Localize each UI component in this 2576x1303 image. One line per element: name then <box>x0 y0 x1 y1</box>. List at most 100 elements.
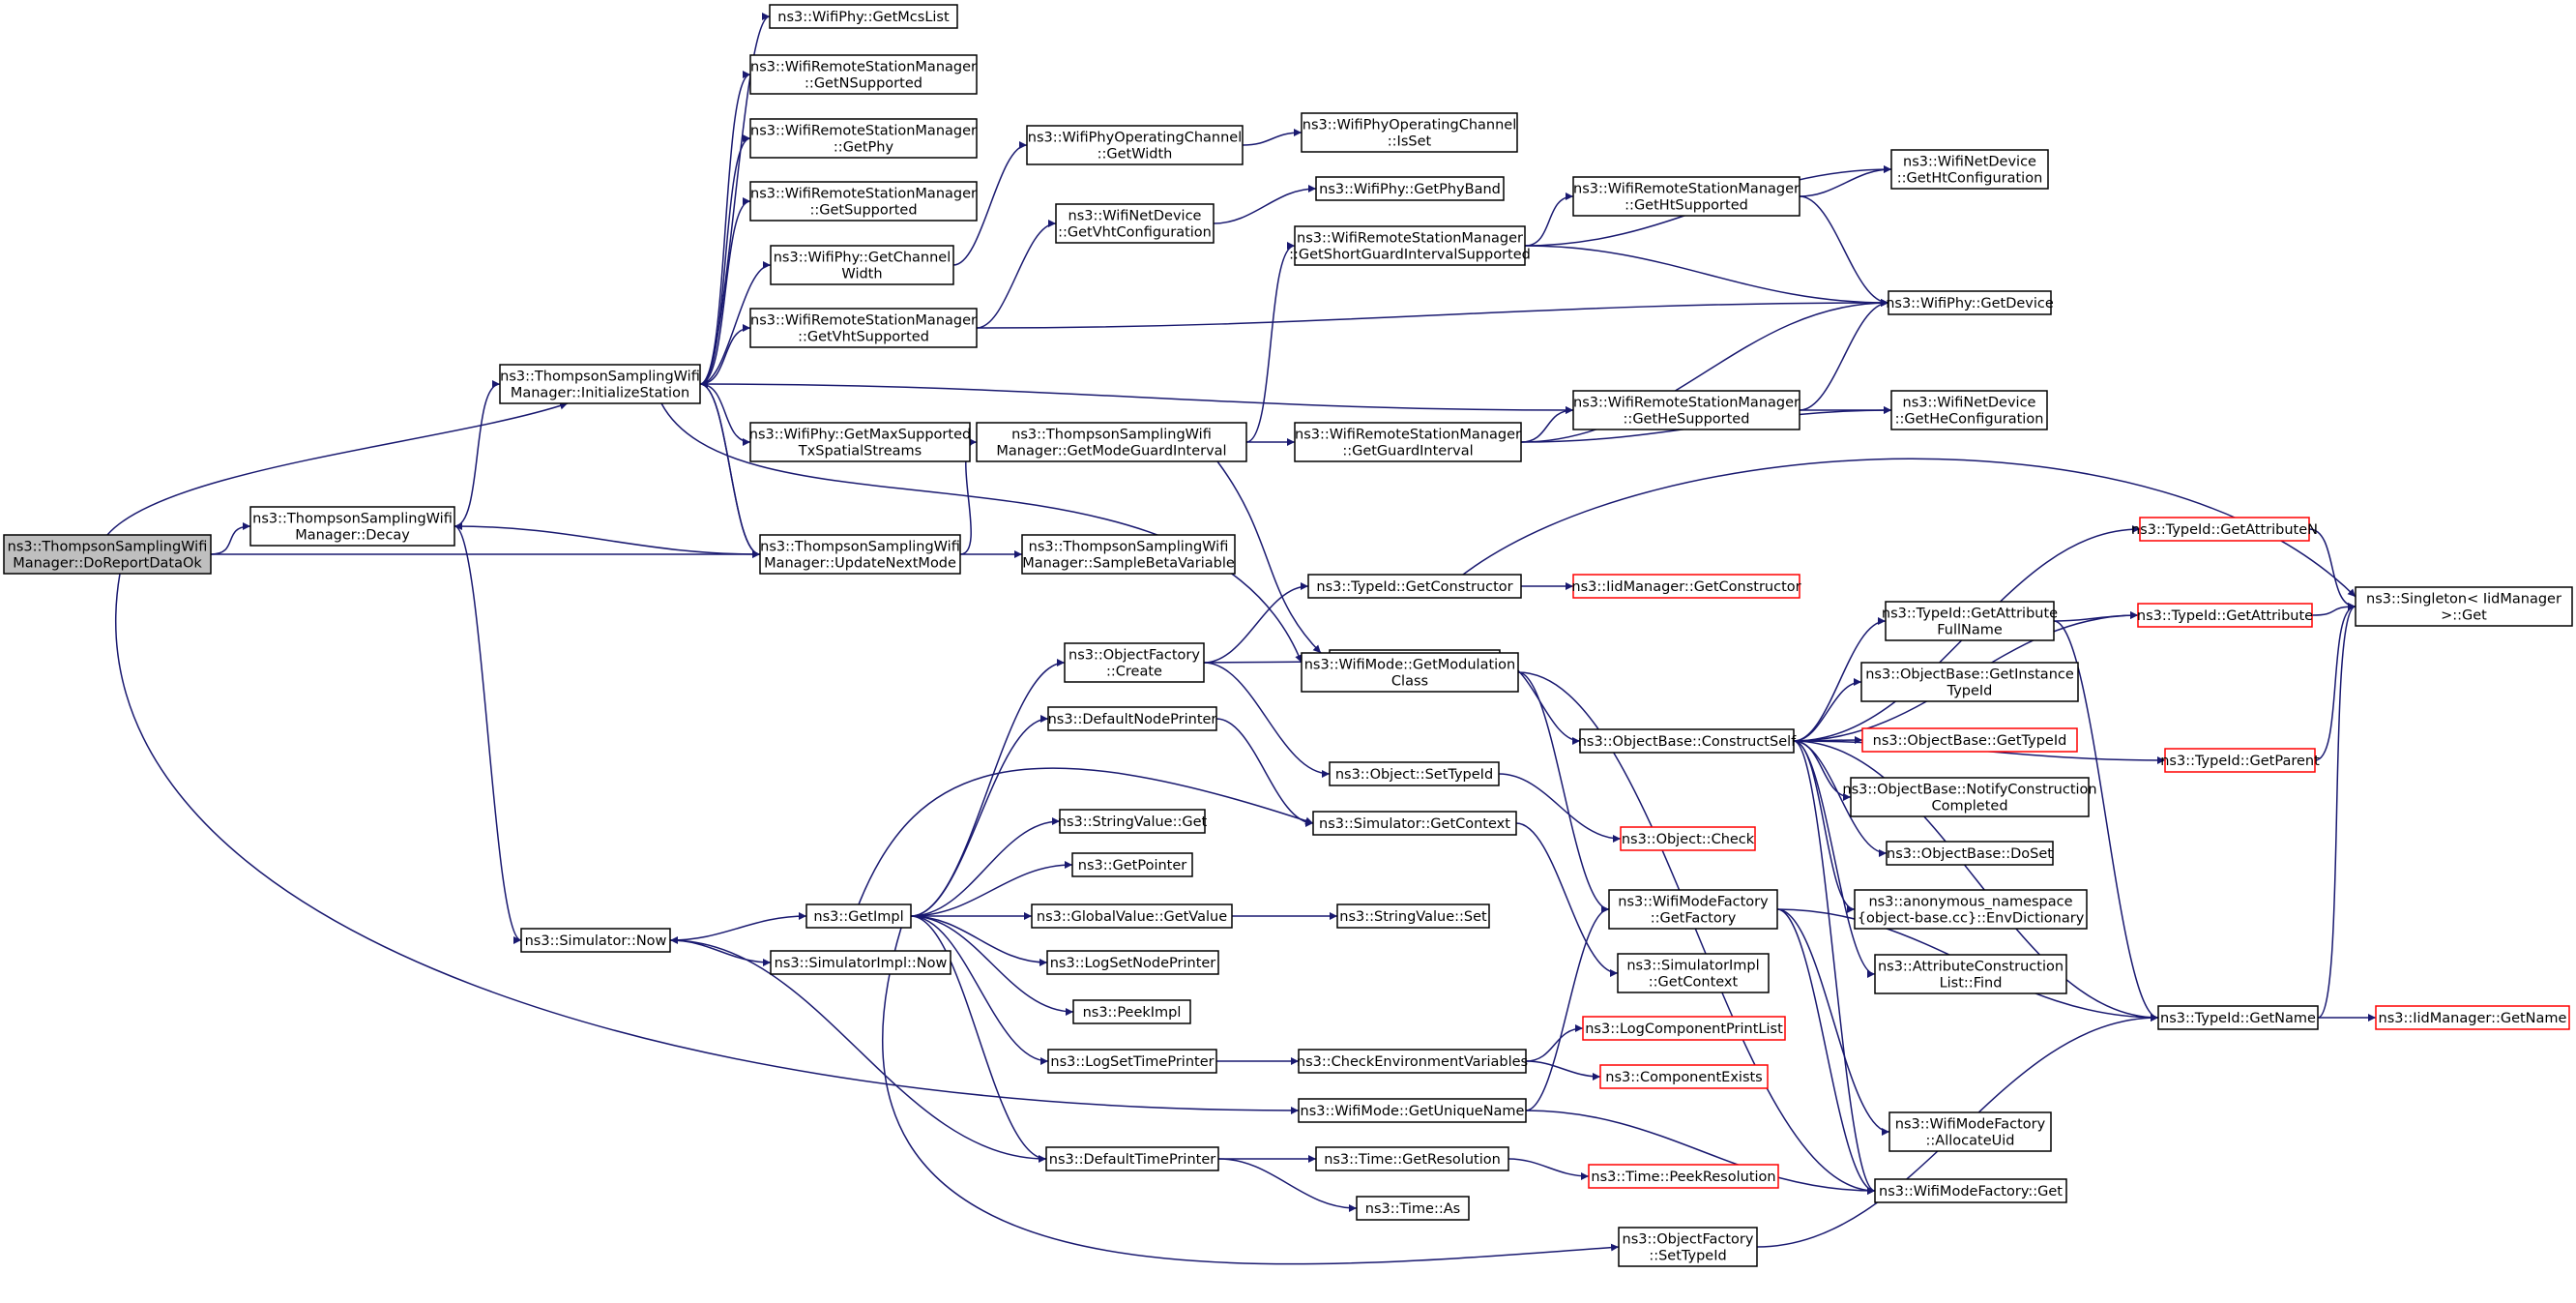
graph-node-defaultNodePrinter[interactable]: ns3::DefaultNodePrinter <box>1047 706 1217 731</box>
graph-node-timeGetResolution[interactable]: ns3::Time::GetResolution <box>1315 1146 1509 1171</box>
node-box <box>1617 953 1770 993</box>
node-label: ns3::PeekImpl <box>1083 1005 1182 1021</box>
graph-node-wifiModeFactoryAllocateUid[interactable]: ns3::WifiModeFactory::AllocateUid <box>1888 1111 2052 1152</box>
graph-node-getGI[interactable]: ns3::WifiRemoteStationManager::GetGuardI… <box>1294 422 1522 462</box>
call-edge-getVhtConfig-to-getPhyBand <box>1213 185 1317 224</box>
graph-node-getNSupported[interactable]: ns3::WifiRemoteStationManager::GetNSuppo… <box>749 54 978 95</box>
node-box <box>2137 603 2313 628</box>
node-label: ns3::IidManager::GetName <box>2379 1011 2567 1026</box>
call-edge-wifiModeGetUniqueName-to-wifiModeFactoryGet <box>1525 1110 1876 1195</box>
graph-node-getModeGI[interactable]: ns3::ThompsonSamplingWifiManager::GetMod… <box>976 422 1247 462</box>
graph-node-envDictionary[interactable]: ns3::anonymous_namespace{object-base.cc}… <box>1854 889 2088 930</box>
graph-node-opChanGetWidth[interactable]: ns3::WifiPhyOperatingChannel::GetWidth <box>1026 125 1244 165</box>
graph-node-objectCheck[interactable]: ns3::Object::Check <box>1620 826 1756 851</box>
graph-node-objBaseNotify[interactable]: ns3::ObjectBase::NotifyConstructionCompl… <box>1842 777 2097 817</box>
node-label: Completed <box>1931 799 2007 814</box>
graph-node-wifiModeGetUniqueName[interactable]: ns3::WifiMode::GetUniqueName <box>1298 1098 1527 1123</box>
graph-node-objFactorySetTypeId[interactable]: ns3::ObjectFactory::SetTypeId <box>1618 1227 1758 1267</box>
node-label: ns3::WifiModeFactory <box>1618 895 1769 910</box>
graph-node-updateNext[interactable]: ns3::ThompsonSamplingWifiManager::Update… <box>759 534 961 575</box>
node-label: ns3::AttributeConstruction <box>1878 960 2064 975</box>
call-edge-tidGetAttributeN-to-singletonGet <box>2308 528 2356 610</box>
graph-node-tidGetParent[interactable]: ns3::TypeId::GetParent <box>2160 748 2320 773</box>
node-box <box>1026 125 1244 165</box>
graph-node-globalValueGetValue[interactable]: ns3::GlobalValue::GetValue <box>1031 903 1233 929</box>
graph-node-wifiModeFactoryGetFactory[interactable]: ns3::WifiModeFactory::GetFactory <box>1608 889 1778 930</box>
call-edge-defaultTimePrinter-to-timeAs <box>1217 1158 1358 1212</box>
graph-node-stringValueSet[interactable]: ns3::StringValue::Set <box>1336 903 1490 929</box>
graph-node-objFactoryCreate[interactable]: ns3::ObjectFactory::Create <box>1064 642 1205 683</box>
graph-node-getHtSupported[interactable]: ns3::WifiRemoteStationManager::GetHtSupp… <box>1572 176 1800 217</box>
graph-node-stringValueGet[interactable]: ns3::StringValue::Get <box>1058 809 1208 834</box>
graph-node-getPhyBand[interactable]: ns3::WifiPhy::GetPhyBand <box>1315 176 1505 201</box>
node-label: ns3::TypeId::GetParent <box>2160 754 2320 769</box>
node-box <box>976 422 1247 462</box>
graph-node-getImpl[interactable]: ns3::GetImpl <box>805 903 912 929</box>
call-edge-getModeGI-to-getModClass <box>1216 460 1322 654</box>
graph-node-logSetNodePrinter[interactable]: ns3::LogSetNodePrinter <box>1046 950 1219 975</box>
node-box <box>1861 727 2078 753</box>
graph-node-getHtConfig[interactable]: ns3::WifiNetDevice::GetHtConfiguration <box>1890 149 2049 190</box>
graph-node-getHeConfig[interactable]: ns3::WifiNetDevice::GetHeConfiguration <box>1890 390 2048 430</box>
graph-node-sampleBeta[interactable]: ns3::ThompsonSamplingWifiManager::Sample… <box>1021 534 1236 575</box>
graph-node-simNow[interactable]: ns3::Simulator::Now <box>520 928 671 953</box>
graph-node-getVhtSupported[interactable]: ns3::WifiRemoteStationManager::GetVhtSup… <box>749 308 978 348</box>
graph-node-opChanIsSet[interactable]: ns3::WifiPhyOperatingChannel::IsSet <box>1301 112 1518 153</box>
graph-node-wifiModeFactoryGet[interactable]: ns3::WifiModeFactory::Get <box>1874 1178 2067 1203</box>
graph-node-simImplGetContext[interactable]: ns3::SimulatorImpl::GetContext <box>1617 953 1770 993</box>
graph-node-tidGetAttributeN[interactable]: ns3::TypeId::GetAttributeN <box>2131 517 2318 542</box>
call-edge-objBaseConstructSelf-to-attrConstrFind <box>1793 740 1876 978</box>
graph-node-peekImpl[interactable]: ns3::PeekImpl <box>1072 999 1191 1024</box>
graph-node-objBaseConstructSelf[interactable]: ns3::ObjectBase::ConstructSelf <box>1578 728 1797 754</box>
graph-node-componentExists[interactable]: ns3::ComponentExists <box>1599 1064 1769 1089</box>
graph-node-getSupported[interactable]: ns3::WifiRemoteStationManager::GetSuppor… <box>749 181 978 222</box>
graph-node-timePeekResolution[interactable]: ns3::Time::PeekResolution <box>1588 1164 1779 1189</box>
graph-node-tidGetName[interactable]: ns3::TypeId::GetName <box>2157 1005 2319 1030</box>
graph-node-tidGetConstructor[interactable]: ns3::TypeId::GetConstructor <box>1307 574 1522 599</box>
graph-node-objectSetTypeId[interactable]: ns3::Object::SetTypeId <box>1329 761 1500 786</box>
graph-node-initStation[interactable]: ns3::ThompsonSamplingWifiManager::Initia… <box>499 364 701 404</box>
graph-node-iidGetName[interactable]: ns3::IidManager::GetName <box>2375 1005 2570 1030</box>
graph-node-objBaseDoSet[interactable]: ns3::ObjectBase::DoSet <box>1886 841 2054 866</box>
graph-node-iidGetConstructor[interactable]: ns3::IidManager::GetConstructor <box>1571 574 1801 599</box>
node-label: ns3::WifiPhy::GetMcsList <box>777 10 950 25</box>
graph-node-getHeSupported[interactable]: ns3::WifiRemoteStationManager::GetHeSupp… <box>1572 390 1800 430</box>
node-label: ns3::ThompsonSamplingWifi <box>500 370 700 385</box>
graph-node-singletonGet[interactable]: ns3::Singleton< IidManager>::Get <box>2355 586 2573 627</box>
node-label: ns3::DefaultTimePrinter <box>1049 1152 1215 1168</box>
node-label: Manager::SampleBetaVariable <box>1022 556 1235 572</box>
node-box <box>1047 1049 1217 1074</box>
graph-node-timeAs[interactable]: ns3::Time::As <box>1356 1196 1470 1221</box>
node-label: Manager::UpdateNextMode <box>764 556 956 572</box>
node-box <box>805 903 912 929</box>
node-label: ns3::WifiRemoteStationManager <box>1573 182 1800 197</box>
graph-node-getVhtConfig[interactable]: ns3::WifiNetDevice::GetVhtConfiguration <box>1055 203 1215 244</box>
graph-node-logComponentPrintList[interactable]: ns3::LogComponentPrintList <box>1582 1016 1786 1041</box>
node-label: Manager::InitializeStation <box>511 386 689 401</box>
graph-node-phyGetDevice[interactable]: ns3::WifiPhy::GetDevice <box>1886 290 2054 315</box>
graph-node-getMaxSupported[interactable]: ns3::WifiPhy::GetMaxSupportedTxSpatialSt… <box>749 422 971 462</box>
graph-node-tidGetAttribute[interactable]: ns3::TypeId::GetAttribute <box>2137 603 2313 628</box>
graph-node-logSetTimePrinter[interactable]: ns3::LogSetTimePrinter <box>1047 1049 1217 1074</box>
graph-node-getPhy[interactable]: ns3::WifiRemoteStationManager::GetPhy <box>749 118 978 159</box>
graph-node-getPointer[interactable]: ns3::GetPointer <box>1071 852 1193 877</box>
graph-node-simImplNow[interactable]: ns3::SimulatorImpl::Now <box>770 950 951 975</box>
node-label: ns3::ThompsonSamplingWifi <box>1011 428 1212 443</box>
graph-node-checkEnvVars[interactable]: ns3::CheckEnvironmentVariables <box>1297 1049 1528 1074</box>
graph-node-doReport[interactable]: ns3::ThompsonSamplingWifiManager::DoRepo… <box>3 534 212 575</box>
graph-node-getMcsList[interactable]: ns3::WifiPhy::GetMcsList <box>769 4 958 29</box>
graph-node-getShortGI[interactable]: ns3::WifiRemoteStationManager::GetShortG… <box>1289 225 1531 266</box>
node-box <box>1620 826 1756 851</box>
call-edge-initStation-to-getPhy <box>699 134 751 385</box>
call-edge-getVhtSupported-to-phyGetDevice <box>976 299 1889 329</box>
graph-node-simGetContext[interactable]: ns3::Simulator::GetContext <box>1312 811 1517 836</box>
graph-node-defaultTimePrinter[interactable]: ns3::DefaultTimePrinter <box>1045 1146 1219 1171</box>
call-edge-timeGetResolution-to-timePeekResolution <box>1508 1158 1590 1180</box>
graph-node-objBaseGetTypeId[interactable]: ns3::ObjectBase::GetTypeId <box>1861 727 2078 753</box>
